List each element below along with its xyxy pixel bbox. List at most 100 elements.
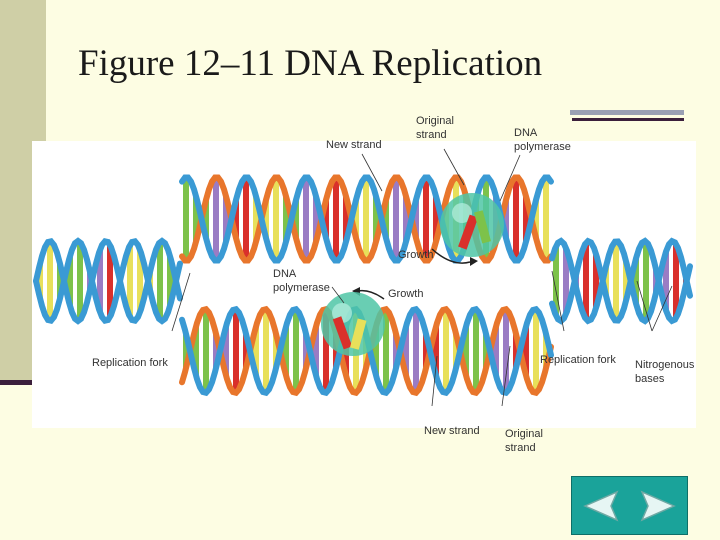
base-pair [107, 244, 113, 318]
base-pair [333, 177, 339, 261]
label-original-strand-bottom: Original strand [505, 428, 543, 454]
base-pair [373, 326, 379, 376]
base-pair [613, 241, 619, 321]
base-pair [323, 309, 329, 393]
base-pair [433, 196, 439, 242]
base-pair [183, 177, 189, 261]
base-pair [293, 199, 299, 239]
base-pair [77, 242, 83, 320]
base-pair [363, 177, 369, 261]
base-pair [603, 266, 609, 296]
base-pair [373, 196, 379, 242]
base-pair [303, 333, 309, 369]
label-growth-top: Growth [398, 249, 434, 261]
right-arrow-icon [640, 490, 676, 521]
base-pair [423, 333, 429, 369]
base-pair [313, 326, 319, 376]
base-pair [213, 333, 219, 369]
base-pair [253, 196, 259, 242]
label-nitrogenous-bases: Nitrogenous bases [635, 359, 695, 385]
base-pair [453, 333, 459, 369]
base-pair [343, 196, 349, 242]
dna-helix-diagram [33, 148, 693, 407]
left-arrow-icon [582, 490, 618, 521]
base-pair [273, 177, 279, 261]
parent-helix-left [33, 237, 183, 325]
growth-arrow-top [431, 248, 478, 266]
base-pair [243, 333, 249, 369]
base-pair [673, 243, 679, 319]
base-pair [127, 244, 133, 318]
parent-helix-right [549, 237, 693, 325]
base-pair [353, 199, 359, 239]
pointer-lines [171, 148, 673, 407]
base-pair [543, 177, 549, 261]
base-pair [393, 333, 399, 369]
base-pair [203, 309, 209, 393]
base-pair [293, 309, 299, 393]
base-pair [503, 199, 509, 239]
title-rule-top [570, 110, 684, 115]
base-pair [593, 253, 599, 309]
base-pair [47, 241, 53, 321]
daughter-helix-top [179, 174, 554, 264]
base-pair [583, 242, 589, 320]
base-pair [483, 333, 489, 369]
base-pair [443, 309, 449, 393]
base-pair [543, 333, 549, 369]
base-pair [313, 196, 319, 242]
base-pair [523, 326, 529, 376]
label-new-strand-top: New strand [326, 139, 382, 151]
base-pair [97, 249, 103, 313]
base-pair [493, 326, 499, 376]
base-pair [413, 199, 419, 239]
label-growth-bottom: Growth [388, 288, 424, 300]
base-pair [523, 196, 529, 242]
base-pair [283, 196, 289, 242]
base-pair [157, 242, 163, 320]
base-pair [233, 199, 239, 239]
base-pair [393, 177, 399, 261]
base-pair [563, 247, 569, 315]
base-pair [413, 309, 419, 393]
base-pair [433, 326, 439, 376]
base-pair [223, 196, 229, 242]
base-pair [137, 249, 143, 313]
base-pair [323, 199, 329, 239]
base-pair [37, 263, 43, 299]
next-slide-button[interactable] [629, 477, 686, 534]
base-pair [513, 177, 519, 261]
base-pair [303, 177, 309, 261]
title-rule-bottom [572, 118, 684, 121]
base-pair [533, 309, 539, 393]
base-pair [473, 309, 479, 393]
base-pair [223, 326, 229, 376]
base-pair [263, 309, 269, 393]
base-pair [283, 326, 289, 376]
base-pair [57, 263, 63, 299]
base-pair [623, 261, 629, 301]
base-pair [663, 251, 669, 311]
base-pair [243, 177, 249, 261]
base-pair [233, 309, 239, 393]
base-pair [253, 326, 259, 376]
label-replication-fork-left: Replication fork [92, 357, 168, 369]
label-dna-polymerase-bottom: DNA polymerase [273, 268, 330, 294]
slide-title: Figure 12–11 DNA Replication [78, 43, 543, 84]
base-pair [383, 309, 389, 393]
base-pair [383, 199, 389, 239]
base-pair [193, 196, 199, 242]
dna-replication-figure [32, 141, 696, 428]
previous-slide-button[interactable] [572, 477, 629, 534]
base-pair [67, 256, 73, 306]
base-pair [403, 196, 409, 242]
label-replication-fork-right: Replication fork [540, 354, 616, 366]
label-new-strand-bottom: New strand [424, 425, 480, 437]
slide-navigation [571, 476, 688, 535]
polymerase-bottom [321, 292, 385, 356]
base-pair [423, 177, 429, 261]
base-pair [463, 326, 469, 376]
base-pair [643, 241, 649, 321]
base-pair [533, 199, 539, 239]
base-pair [513, 333, 519, 369]
